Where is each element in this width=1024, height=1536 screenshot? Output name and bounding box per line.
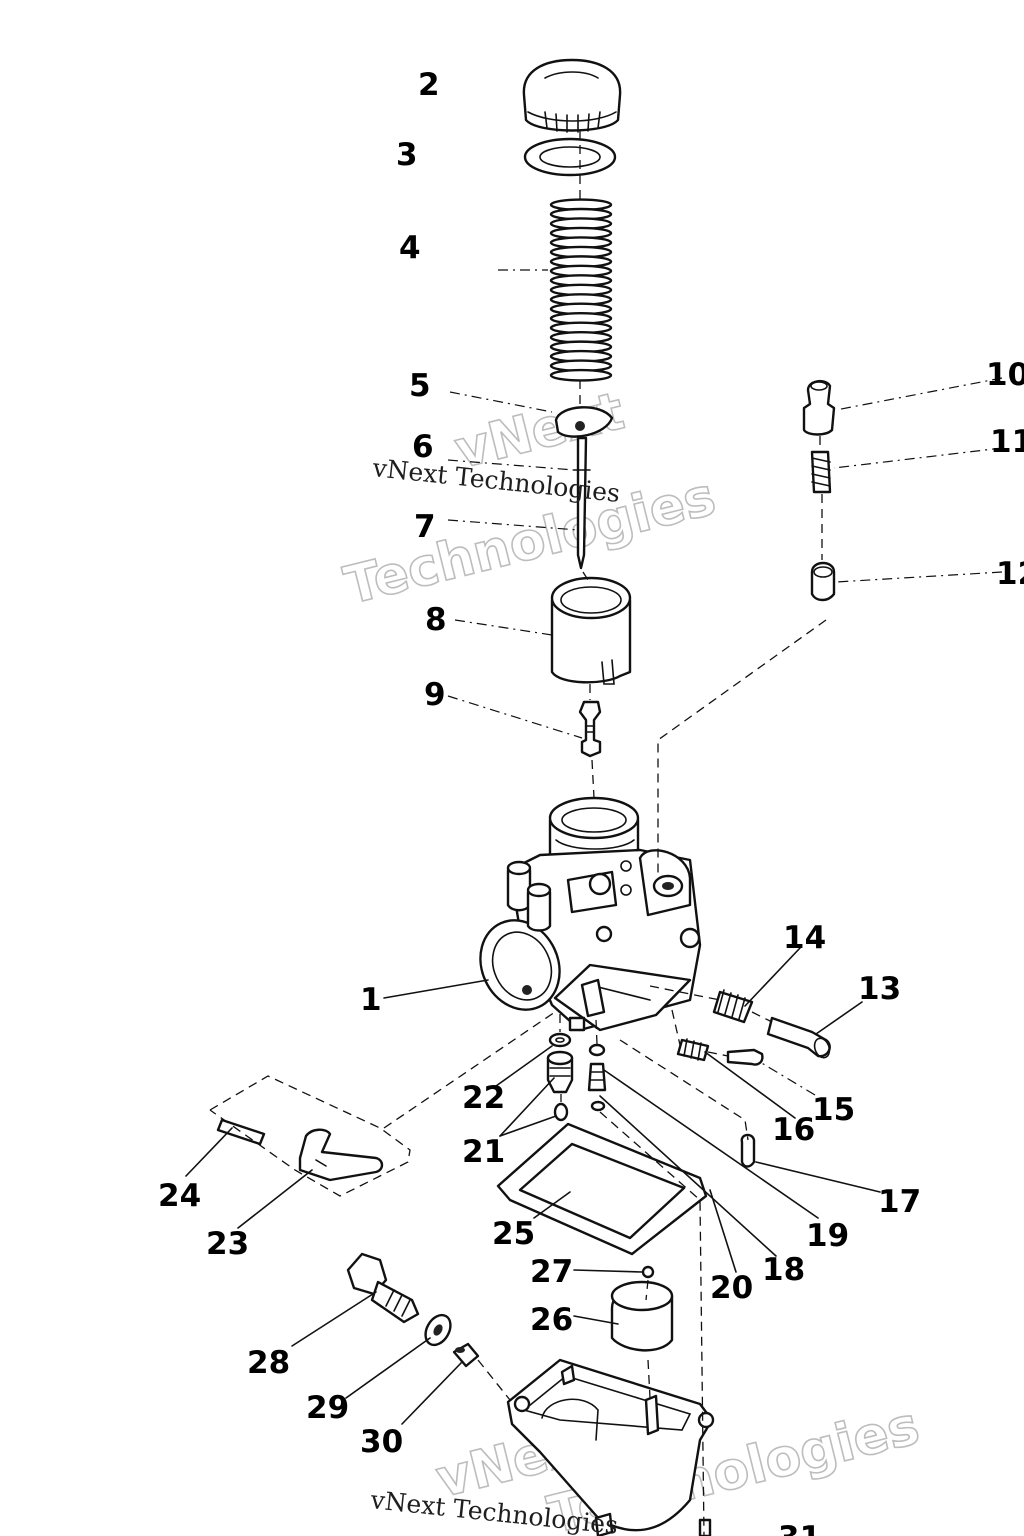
callout-11: 11 [990, 424, 1024, 460]
callout-1: 1 [360, 982, 382, 1018]
callout-22: 22 [462, 1080, 505, 1116]
callout-23: 23 [206, 1226, 249, 1262]
callout-31: 31 [778, 1520, 821, 1536]
callout-16: 16 [772, 1112, 815, 1148]
part-drain-screw [452, 1342, 480, 1368]
callout-27: 27 [530, 1254, 573, 1290]
leader-lines [185, 269, 1003, 1425]
callout-6: 6 [412, 429, 434, 465]
callout-10: 10 [986, 357, 1024, 393]
part-drain-bolt [346, 1252, 420, 1324]
callout-18: 18 [762, 1252, 805, 1288]
callout-2: 2 [418, 67, 440, 103]
callout-17: 17 [878, 1184, 921, 1220]
callout-30: 30 [360, 1424, 403, 1460]
callout-5: 5 [409, 368, 431, 404]
callout-8: 8 [425, 602, 447, 638]
part-throttle-slide [550, 576, 632, 685]
part-pilot-spring [676, 1038, 710, 1062]
part-retainer-plate [554, 406, 614, 438]
callout-15: 15 [812, 1092, 855, 1128]
callout-12: 12 [996, 556, 1024, 592]
callout-26: 26 [530, 1302, 573, 1338]
part-float [610, 1280, 674, 1352]
part-idle-screw [766, 1016, 831, 1059]
part-pilot-screw [726, 1048, 764, 1066]
part-washer [523, 137, 617, 177]
callout-25: 25 [492, 1216, 535, 1252]
callout-labels: 2 3 4 5 6 7 8 9 10 11 12 13 14 15 16 17 … [158, 67, 1024, 1536]
part-spring [549, 198, 613, 382]
part-adjuster-spring [810, 450, 832, 494]
part-carburetor-body [479, 796, 702, 1032]
callout-20: 20 [710, 1270, 753, 1306]
part-needle-jet [578, 700, 602, 758]
part-small-o-ring [553, 1102, 569, 1122]
part-main-jet [546, 1050, 574, 1094]
callout-24: 24 [158, 1178, 201, 1214]
part-float-arm [298, 1128, 384, 1182]
callout-14: 14 [783, 920, 826, 956]
callout-4: 4 [399, 230, 421, 266]
assembly-centerlines [383, 130, 827, 1536]
part-float-bowl [506, 1358, 715, 1536]
callout-3: 3 [396, 137, 418, 173]
callout-28: 28 [247, 1345, 290, 1381]
callout-9: 9 [424, 677, 446, 713]
callout-29: 29 [306, 1390, 349, 1426]
part-plug [740, 1133, 756, 1168]
callout-7: 7 [414, 509, 436, 545]
part-jet-needle [573, 436, 591, 570]
spring-coil [549, 368, 613, 382]
callout-21: 21 [462, 1134, 505, 1170]
part-slow-jet [587, 1043, 607, 1112]
part-cable-end [810, 561, 836, 602]
part-float-needle [641, 1265, 655, 1279]
callout-19: 19 [806, 1218, 849, 1254]
part-float-pin [216, 1118, 266, 1146]
part-cable-adjuster [802, 379, 836, 436]
part-cap [522, 58, 622, 133]
part-drain-washer [424, 1313, 452, 1347]
part-float-bowl-gasket [496, 1122, 708, 1256]
float-assembly-outline [209, 1075, 411, 1197]
part-idle-spring [712, 989, 754, 1024]
part-jet-washer [548, 1032, 572, 1048]
callout-13: 13 [858, 971, 901, 1007]
